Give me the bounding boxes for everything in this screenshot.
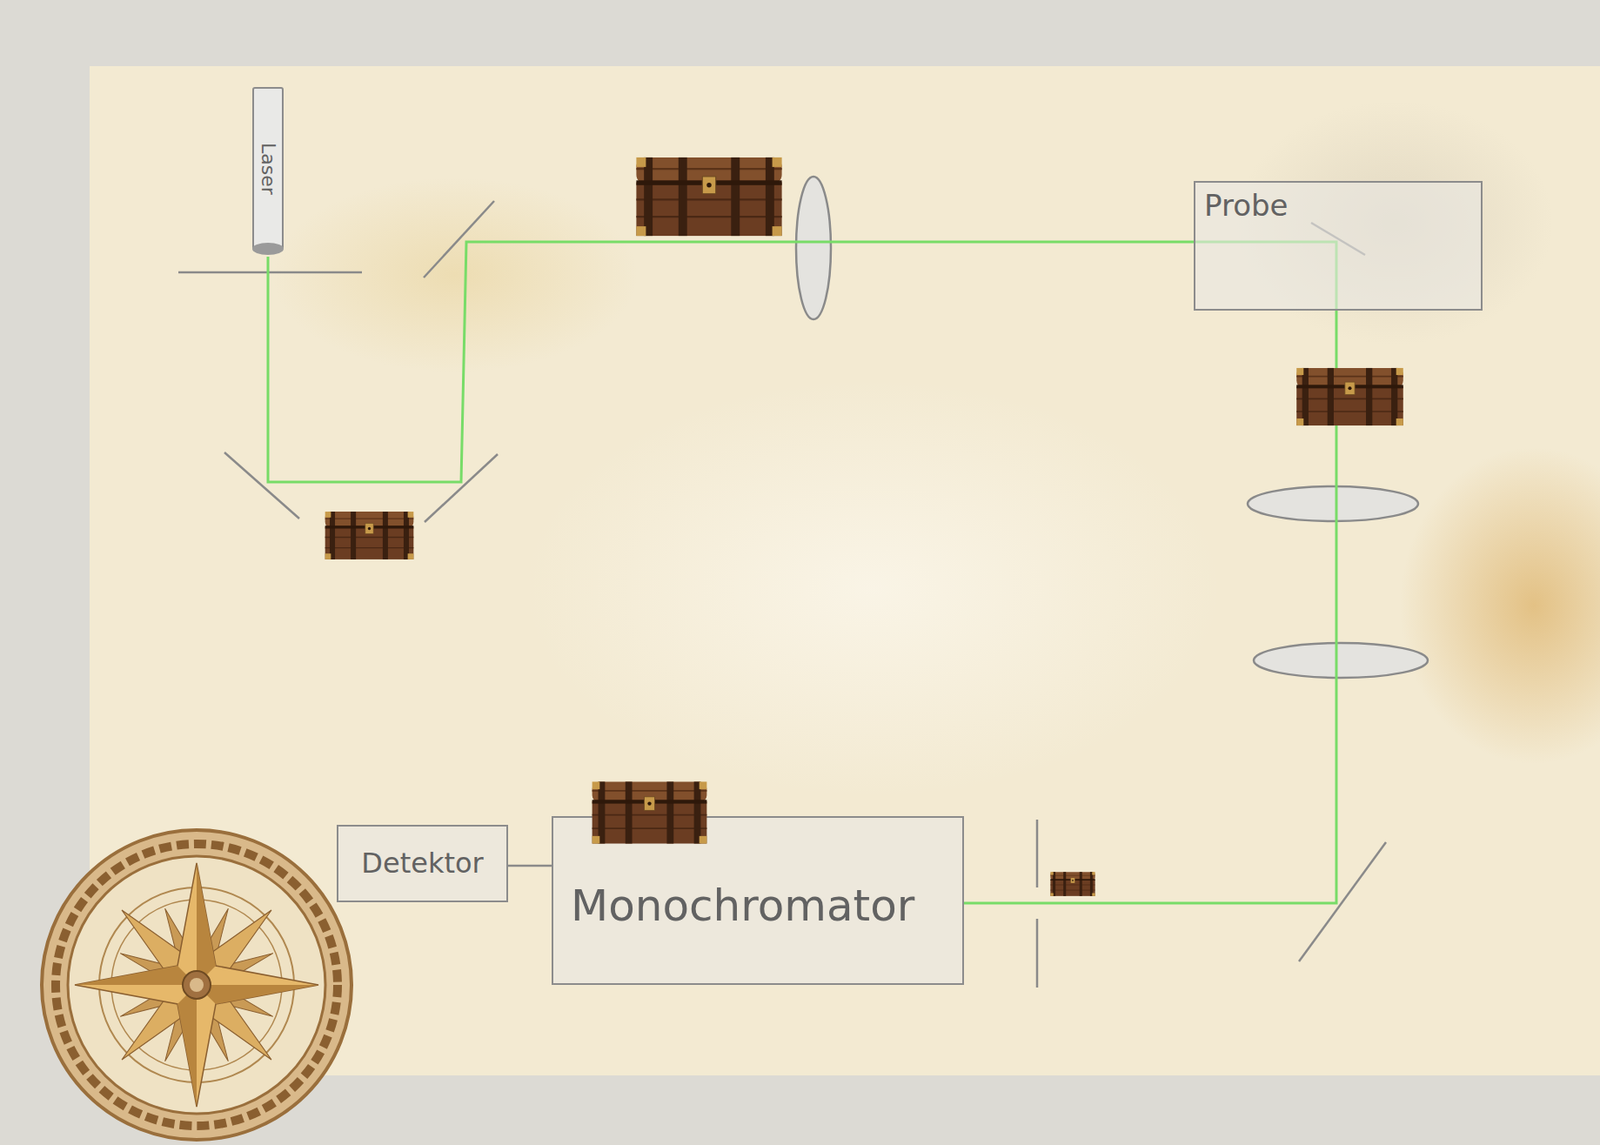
- sample-box: Probe: [1193, 180, 1483, 311]
- lens: [796, 176, 831, 320]
- laser-beam: [964, 310, 1337, 904]
- signal-line: [508, 864, 552, 868]
- laser-base: [178, 271, 362, 275]
- lens: [1247, 486, 1419, 522]
- laser-beam: [267, 241, 1194, 483]
- node-label: Detektor: [361, 848, 483, 879]
- slit: [1036, 918, 1039, 988]
- treasure-chest: [325, 511, 415, 560]
- lens: [1253, 642, 1428, 678]
- mirror: [224, 452, 300, 519]
- mirror: [423, 200, 495, 278]
- treasure-chest: [1296, 368, 1404, 426]
- slit: [1036, 819, 1039, 888]
- treasure-chest: [635, 157, 782, 236]
- node-label: Probe: [1204, 189, 1288, 222]
- node-label: Monochromator: [570, 882, 915, 931]
- laser-tube: Laser: [252, 87, 284, 250]
- detector-box: Detektor: [336, 824, 509, 903]
- node-label: Laser: [257, 142, 279, 195]
- monochromator-box: Monochromator: [551, 816, 965, 985]
- treasure-chest: [1050, 871, 1095, 897]
- compass-rose: [41, 830, 352, 1140]
- treasure-chest: [592, 781, 708, 844]
